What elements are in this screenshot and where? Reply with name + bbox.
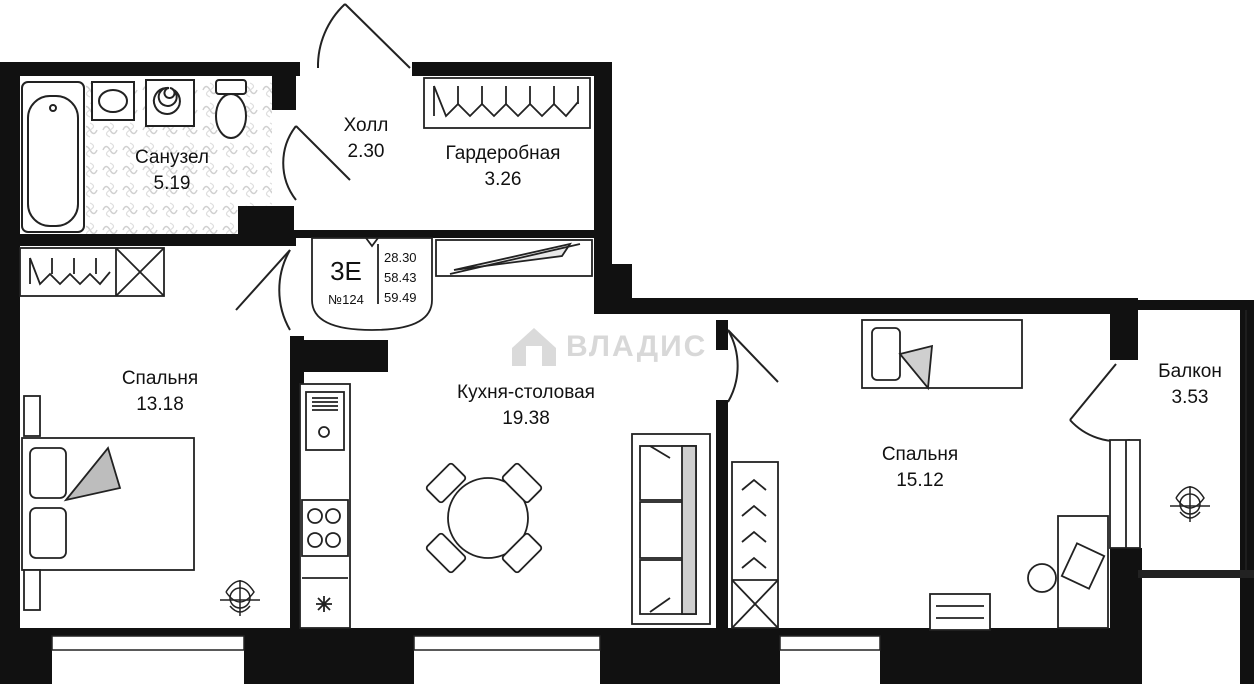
sink [91, 81, 135, 121]
room-wardrobe: Гардеробная 3.26 [420, 141, 586, 193]
left-bedroom-plant-icon [220, 580, 260, 616]
apartment-number: №124 [328, 292, 364, 307]
room-area: 19.38 [502, 408, 550, 429]
room-area: 2.30 [347, 141, 385, 162]
room-balcony: Балкон 3.53 [1140, 359, 1240, 411]
kitchen-counter [299, 383, 351, 629]
watermark-logo-icon [512, 328, 556, 366]
room-name: Холл [343, 115, 389, 136]
room-name: Спальня [881, 444, 959, 465]
area-with-balcony: 59.49 [384, 290, 417, 305]
bathtub [21, 81, 85, 233]
room-hall: Холл 2.30 [316, 113, 416, 165]
sofa [631, 433, 711, 625]
windows [51, 635, 881, 651]
room-bedroom-right: Спальня 15.12 [856, 442, 984, 494]
doors [235, 3, 1131, 443]
watermark-text: ВЛАДИС [566, 330, 708, 363]
room-area: 15.12 [896, 470, 944, 491]
toilet [215, 79, 247, 139]
room-name: Кухня-столовая [457, 382, 595, 403]
apartment-type: 3Е [330, 256, 362, 286]
balcony-window [1109, 439, 1141, 549]
room-area: 5.19 [153, 173, 191, 194]
room-name: Балкон [1158, 361, 1222, 382]
room-name: Гардеробная [445, 143, 561, 164]
room-kitchen: Кухня-столовая 19.38 [426, 380, 626, 432]
room-bathroom: Санузел 5.19 [112, 145, 232, 197]
area-living: 28.30 [384, 250, 417, 265]
wardrobe-rail [423, 77, 591, 129]
room-name: Санузел [134, 147, 209, 168]
area-total: 58.43 [384, 270, 417, 285]
dining-table [425, 462, 543, 574]
hall-closet [435, 239, 593, 277]
desk [929, 515, 1109, 631]
room-name: Спальня [121, 368, 199, 389]
room-area: 3.53 [1171, 387, 1209, 408]
washing-machine [145, 79, 195, 127]
left-bedroom-wardrobe [19, 247, 165, 297]
right-bedroom-wardrobe [731, 461, 779, 629]
balcony-plant-icon [1170, 486, 1210, 522]
room-area: 13.18 [136, 394, 184, 415]
left-bedroom-bed [21, 395, 195, 611]
apartment-badge [311, 237, 433, 331]
room-bedroom-left: Спальня 13.18 [96, 366, 224, 418]
room-area: 3.26 [484, 169, 522, 190]
right-bedroom-bed [861, 319, 1023, 391]
